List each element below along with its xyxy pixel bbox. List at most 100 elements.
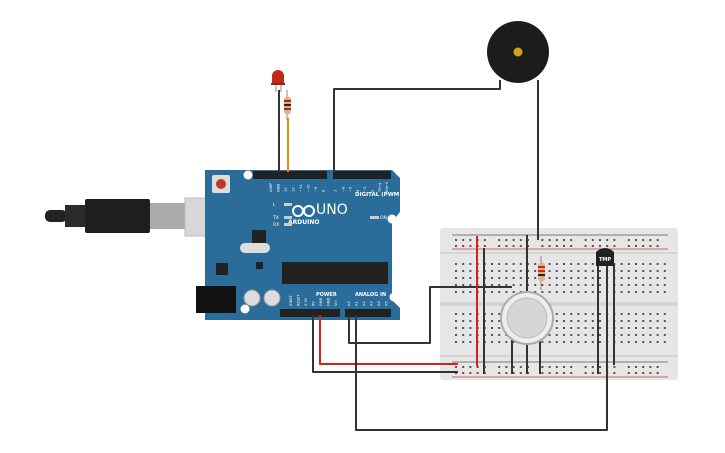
breadboard-hole[interactable]	[548, 341, 551, 343]
breadboard-hole[interactable]	[649, 284, 652, 286]
breadboard-hole[interactable]	[620, 334, 623, 336]
breadboard-hole[interactable]	[577, 327, 580, 329]
breadboard-hole[interactable]	[541, 341, 544, 343]
breadboard-hole[interactable]	[584, 341, 587, 343]
breadboard-hole[interactable]	[591, 366, 594, 368]
breadboard-hole[interactable]	[577, 313, 580, 315]
breadboard-hole[interactable]	[505, 263, 508, 265]
led-resistor[interactable]	[284, 90, 291, 120]
breadboard-hole[interactable]	[649, 334, 652, 336]
breadboard-hole[interactable]	[505, 341, 508, 343]
breadboard-hole[interactable]	[656, 313, 659, 315]
breadboard-hole[interactable]	[584, 277, 587, 279]
breadboard-hole[interactable]	[462, 372, 465, 374]
breadboard-hole[interactable]	[570, 263, 573, 265]
breadboard-hole[interactable]	[635, 334, 637, 336]
breadboard-hole[interactable]	[563, 245, 565, 247]
breadboard-hole[interactable]	[570, 313, 573, 315]
breadboard-hole[interactable]	[563, 284, 565, 286]
breadboard-hole[interactable]	[642, 313, 645, 315]
breadboard-hole[interactable]	[563, 327, 565, 329]
breadboard-hole[interactable]	[462, 284, 465, 286]
breadboard-hole[interactable]	[548, 334, 551, 336]
breadboard-hole[interactable]	[505, 291, 508, 293]
breadboard-hole[interactable]	[469, 284, 472, 286]
breadboard-hole[interactable]	[642, 366, 645, 368]
breadboard-hole[interactable]	[627, 245, 630, 247]
breadboard-hole[interactable]	[663, 341, 666, 343]
breadboard-hole[interactable]	[469, 239, 472, 241]
breadboard-hole[interactable]	[656, 270, 659, 272]
breadboard-hole[interactable]	[555, 270, 558, 272]
breadboard-hole[interactable]	[548, 245, 551, 247]
breadboard-hole[interactable]	[491, 341, 493, 343]
breadboard-hole[interactable]	[577, 284, 580, 286]
breadboard-hole[interactable]	[577, 334, 580, 336]
breadboard-hole[interactable]	[505, 270, 508, 272]
breadboard-hole[interactable]	[649, 263, 652, 265]
breadboard-hole[interactable]	[570, 366, 573, 368]
breadboard-hole[interactable]	[620, 341, 623, 343]
breadboard-hole[interactable]	[591, 327, 594, 329]
breadboard-hole[interactable]	[635, 277, 637, 279]
breadboard-hole[interactable]	[563, 263, 565, 265]
breadboard-hole[interactable]	[563, 366, 565, 368]
breadboard-hole[interactable]	[512, 291, 515, 293]
breadboard-hole[interactable]	[534, 284, 537, 286]
breadboard-hole[interactable]	[635, 313, 637, 315]
breadboard-hole[interactable]	[512, 239, 515, 241]
breadboard-hole[interactable]	[620, 263, 623, 265]
breadboard-hole[interactable]	[599, 277, 601, 279]
breadboard-hole[interactable]	[563, 291, 565, 293]
breadboard-hole[interactable]	[649, 291, 652, 293]
breadboard-hole[interactable]	[455, 245, 457, 247]
breadboard-hole[interactable]	[627, 341, 630, 343]
breadboard-hole[interactable]	[563, 341, 565, 343]
breadboard-hole[interactable]	[663, 263, 666, 265]
breadboard-hole[interactable]	[591, 320, 594, 322]
breadboard-hole[interactable]	[455, 239, 457, 241]
breadboard-hole[interactable]	[469, 313, 472, 315]
breadboard-hole[interactable]	[577, 320, 580, 322]
wire-a0-gas-sensor[interactable]	[348, 286, 512, 344]
breadboard-hole[interactable]	[512, 372, 515, 374]
breadboard-hole[interactable]	[469, 270, 472, 272]
breadboard-hole[interactable]	[584, 239, 587, 241]
breadboard-hole[interactable]	[663, 320, 666, 322]
breadboard-hole[interactable]	[563, 239, 565, 241]
breadboard-hole[interactable]	[469, 320, 472, 322]
red-led[interactable]	[271, 70, 285, 92]
digital-header-2[interactable]	[333, 171, 391, 179]
breadboard-hole[interactable]	[642, 263, 645, 265]
breadboard-hole[interactable]	[512, 366, 515, 368]
breadboard-hole[interactable]	[469, 291, 472, 293]
breadboard-hole[interactable]	[656, 291, 659, 293]
breadboard-hole[interactable]	[491, 320, 493, 322]
breadboard-hole[interactable]	[455, 366, 457, 368]
breadboard-hole[interactable]	[620, 320, 623, 322]
breadboard-hole[interactable]	[599, 239, 601, 241]
breadboard-hole[interactable]	[649, 245, 652, 247]
breadboard-hole[interactable]	[519, 270, 522, 272]
breadboard-hole[interactable]	[649, 313, 652, 315]
breadboard-hole[interactable]	[642, 245, 645, 247]
temperature-sensor[interactable]: TMP	[596, 248, 614, 266]
breadboard-hole[interactable]	[656, 341, 659, 343]
breadboard-hole[interactable]	[649, 327, 652, 329]
breadboard-hole[interactable]	[656, 277, 659, 279]
breadboard-hole[interactable]	[491, 263, 493, 265]
breadboard-hole[interactable]	[534, 291, 537, 293]
breadboard-hole[interactable]	[635, 320, 637, 322]
breadboard-hole[interactable]	[519, 372, 522, 374]
breadboard-hole[interactable]	[469, 263, 472, 265]
breadboard-hole[interactable]	[491, 284, 493, 286]
breadboard-hole[interactable]	[591, 313, 594, 315]
breadboard-hole[interactable]	[584, 245, 587, 247]
breadboard-hole[interactable]	[505, 366, 508, 368]
breadboard-hole[interactable]	[491, 291, 493, 293]
breadboard-hole[interactable]	[462, 270, 465, 272]
breadboard-hole[interactable]	[584, 366, 587, 368]
breadboard-hole[interactable]	[534, 270, 537, 272]
